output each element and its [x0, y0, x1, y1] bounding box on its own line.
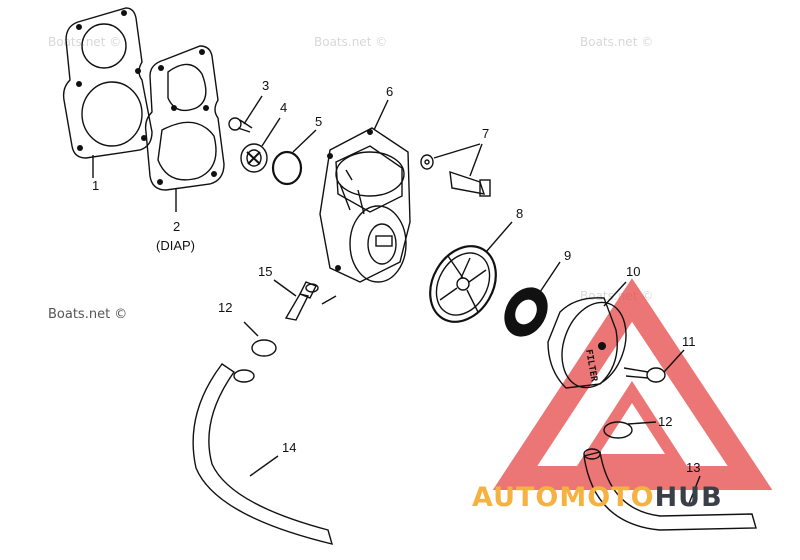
- screw-part-3: [228, 95, 263, 133]
- part-label: 12: [218, 300, 232, 315]
- part-label: 2: [173, 219, 180, 234]
- part-label: 5: [315, 114, 322, 129]
- part-label: 7: [482, 126, 489, 141]
- fitting-part-11: [623, 349, 685, 383]
- part-label: 8: [516, 206, 523, 221]
- bolt-part-7: [420, 143, 491, 197]
- elbow-fitting-part-15: [273, 279, 337, 321]
- clamp-part-12-left: [243, 321, 277, 357]
- part-label: 3: [262, 78, 269, 93]
- brand-word-automoto: AUTOMOTO: [472, 482, 655, 513]
- filter-part-10: FILTER: [547, 281, 627, 389]
- watermark-text: Boats.net ©: [48, 307, 127, 322]
- diaphragm-part-2: [144, 45, 225, 212]
- clamp-part-12: [603, 421, 657, 439]
- part-label: 6: [386, 84, 393, 99]
- brand-word-hub: HUB: [655, 482, 723, 513]
- hose-part-14: [192, 363, 334, 545]
- part-label: (DIAP): [156, 238, 195, 253]
- impeller-part-8: [429, 221, 513, 323]
- hose-part-13: [583, 448, 757, 531]
- part-label: 13: [686, 460, 700, 475]
- part-label: 1: [92, 178, 99, 193]
- gasket-part-1: [62, 7, 153, 178]
- pump-body-part-6: [319, 99, 411, 283]
- o-ring-part-5: [271, 129, 317, 186]
- part-label: 12: [658, 414, 672, 429]
- part-label: 15: [258, 264, 272, 279]
- part-label: 9: [564, 248, 571, 263]
- watermark-text: Boats.net ©: [580, 35, 653, 49]
- part-label: 14: [282, 440, 296, 455]
- part-label: 11: [682, 334, 696, 349]
- automotohub-logo-triangle: [492, 278, 773, 490]
- brand-wordmark: AUTOMOTOHUB: [472, 482, 723, 513]
- check-valve-part-4: [240, 117, 281, 173]
- seal-part-9: [504, 261, 561, 337]
- watermark-text: Boats.net ©: [314, 35, 387, 49]
- part-label: 10: [626, 264, 640, 279]
- part-label: 4: [280, 100, 287, 115]
